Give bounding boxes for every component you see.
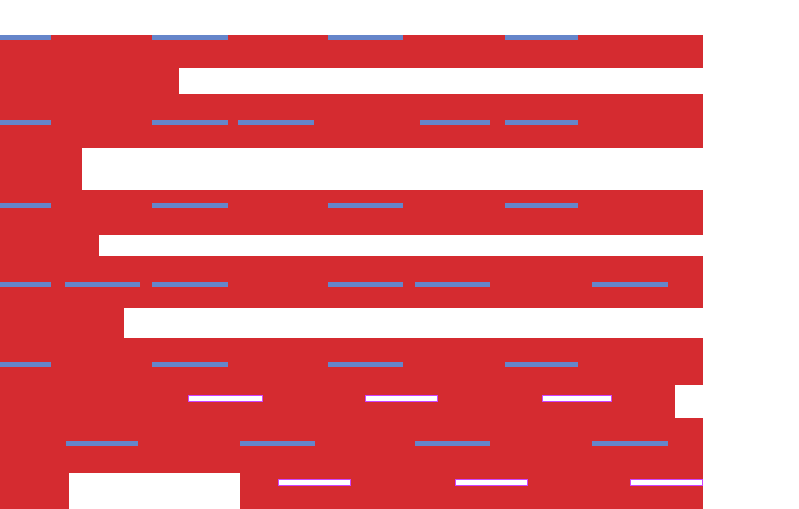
redacted-token[interactable] [152, 282, 228, 287]
redacted-link[interactable] [188, 395, 263, 402]
redacted-token[interactable] [152, 35, 228, 40]
redacted-token[interactable] [152, 362, 228, 367]
redacted-token[interactable] [592, 441, 668, 446]
redaction-mask [0, 190, 703, 235]
redacted-link[interactable] [278, 479, 351, 486]
redacted-token[interactable] [420, 120, 490, 125]
redacted-link[interactable] [365, 395, 438, 402]
redacted-token[interactable] [592, 282, 668, 287]
redacted-link[interactable] [455, 479, 528, 486]
redaction-mask [0, 68, 179, 94]
redacted-token[interactable] [0, 120, 51, 125]
redacted-token[interactable] [0, 35, 51, 40]
redaction-mask [0, 473, 69, 509]
redaction-mask [0, 235, 99, 256]
redacted-token[interactable] [66, 441, 138, 446]
redacted-token[interactable] [328, 362, 403, 367]
redacted-token[interactable] [240, 441, 315, 446]
redacted-token[interactable] [328, 203, 403, 208]
redacted-token[interactable] [152, 203, 228, 208]
redacted-token[interactable] [328, 35, 403, 40]
redacted-token[interactable] [238, 120, 314, 125]
redacted-token[interactable] [505, 362, 578, 367]
redacted-token[interactable] [505, 203, 578, 208]
redacted-token[interactable] [505, 120, 578, 125]
redacted-token[interactable] [152, 120, 228, 125]
redaction-mask [0, 35, 703, 68]
redacted-token[interactable] [65, 282, 140, 287]
redacted-token[interactable] [328, 282, 403, 287]
redaction-mask [0, 338, 703, 385]
redacted-token[interactable] [415, 282, 490, 287]
redacted-token[interactable] [0, 282, 51, 287]
redacted-link[interactable] [630, 479, 703, 486]
redaction-mask [0, 106, 703, 148]
redacted-token[interactable] [0, 203, 51, 208]
redacted-token[interactable] [505, 35, 578, 40]
redaction-mask [0, 308, 124, 338]
redacted-token[interactable] [415, 441, 490, 446]
redacted-token[interactable] [0, 362, 51, 367]
redacted-link[interactable] [542, 395, 612, 402]
redaction-mask [0, 148, 82, 190]
page-title: Redacted Document Page [0, 0, 1, 1]
